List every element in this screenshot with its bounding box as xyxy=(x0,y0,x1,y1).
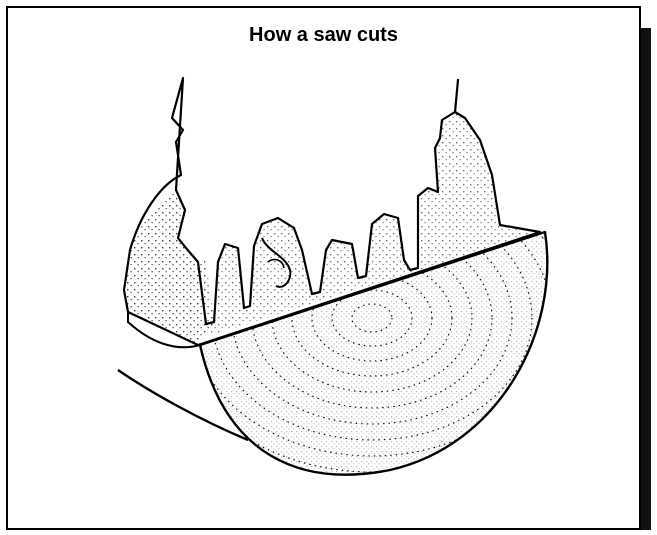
saw-cutting-log-icon xyxy=(0,0,657,535)
